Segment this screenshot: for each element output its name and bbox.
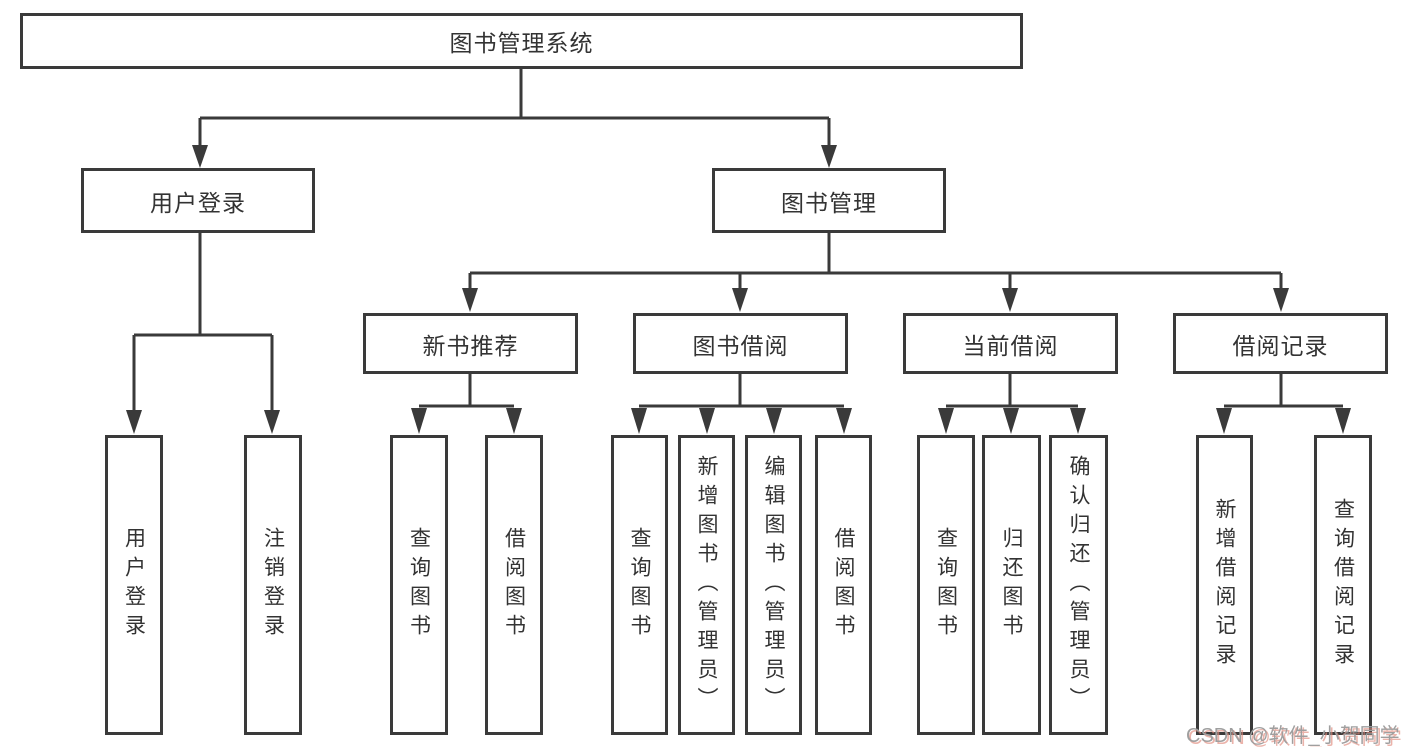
leaf-current-query-book: 查询图书 bbox=[917, 435, 975, 735]
leaf-logout-label: 注销登录 bbox=[261, 527, 285, 643]
node-user-login-label: 用户登录 bbox=[150, 189, 246, 216]
arrowhead bbox=[1273, 288, 1289, 312]
arrowhead bbox=[1002, 288, 1018, 312]
leaf-recommend-query-book-label: 查询图书 bbox=[407, 527, 431, 643]
arrowhead bbox=[1003, 408, 1019, 434]
arrowhead bbox=[126, 410, 142, 434]
book-borrow-connector bbox=[639, 374, 844, 408]
node-book-borrow-label: 图书借阅 bbox=[692, 332, 789, 359]
borrow-records-connector bbox=[1224, 374, 1343, 408]
node-root: 图书管理系统 bbox=[20, 13, 1023, 69]
arrowhead bbox=[699, 408, 715, 434]
node-borrow-records-label: 借阅记录 bbox=[1232, 332, 1329, 359]
leaf-recommend-borrow-book-label: 借阅图书 bbox=[502, 527, 526, 643]
leaf-borrow-book-label: 借阅图书 bbox=[832, 527, 855, 643]
leaf-edit-book-admin: 编辑图书（管理员） bbox=[745, 435, 802, 735]
leaf-query-borrow-record-label: 查询借阅记录 bbox=[1331, 498, 1355, 672]
leaf-return-book: 归还图书 bbox=[982, 435, 1041, 735]
node-book-borrow: 图书借阅 bbox=[633, 313, 848, 374]
node-book-management-label: 图书管理 bbox=[781, 189, 877, 216]
leaf-logout: 注销登录 bbox=[244, 435, 302, 735]
node-root-label: 图书管理系统 bbox=[449, 30, 594, 56]
leaf-recommend-borrow-book: 借阅图书 bbox=[485, 435, 543, 735]
leaf-confirm-return-admin: 确认归还（管理员） bbox=[1049, 435, 1108, 735]
leaf-add-borrow-record: 新增借阅记录 bbox=[1196, 435, 1253, 735]
node-new-book-recommend-label: 新书推荐 bbox=[422, 332, 519, 359]
root-connector bbox=[198, 68, 831, 150]
node-new-book-recommend: 新书推荐 bbox=[363, 313, 578, 374]
leaf-borrow-book: 借阅图书 bbox=[815, 435, 872, 735]
arrowhead bbox=[631, 408, 647, 434]
leaf-add-book-admin-label: 新增图书（管理员） bbox=[695, 454, 718, 716]
node-book-management: 图书管理 bbox=[712, 168, 946, 233]
arrowhead bbox=[821, 145, 837, 168]
arrowhead bbox=[836, 408, 852, 434]
arrowhead bbox=[1070, 408, 1086, 434]
arrowhead bbox=[462, 288, 478, 312]
leaf-edit-book-admin-label: 编辑图书（管理员） bbox=[762, 454, 785, 716]
leaf-add-book-admin: 新增图书（管理员） bbox=[678, 435, 735, 735]
arrowhead bbox=[192, 145, 208, 168]
leaf-borrow-query-book: 查询图书 bbox=[611, 435, 668, 735]
leaf-current-query-book-label: 查询图书 bbox=[934, 527, 958, 643]
arrowhead bbox=[411, 408, 427, 434]
node-user-login: 用户登录 bbox=[81, 168, 315, 233]
leaf-borrow-query-book-label: 查询图书 bbox=[628, 527, 651, 643]
node-current-borrow: 当前借阅 bbox=[903, 313, 1118, 374]
arrowhead bbox=[732, 288, 748, 312]
leaf-user-login: 用户登录 bbox=[105, 435, 163, 735]
node-borrow-records: 借阅记录 bbox=[1173, 313, 1388, 374]
book-management-connector bbox=[468, 233, 1283, 292]
leaf-return-book-label: 归还图书 bbox=[1000, 527, 1023, 643]
arrowhead bbox=[1216, 408, 1232, 434]
arrowhead bbox=[264, 410, 280, 434]
arrowhead bbox=[1335, 408, 1351, 434]
arrowhead bbox=[938, 408, 954, 434]
leaf-user-login-label: 用户登录 bbox=[122, 527, 146, 643]
arrowhead bbox=[766, 408, 782, 434]
leaf-add-borrow-record-label: 新增借阅记录 bbox=[1213, 498, 1236, 672]
leaf-query-borrow-record: 查询借阅记录 bbox=[1314, 435, 1372, 735]
new-book-recommend-connector bbox=[419, 374, 514, 408]
current-borrow-connector bbox=[946, 374, 1078, 408]
leaf-confirm-return-admin-label: 确认归还（管理员） bbox=[1067, 454, 1090, 716]
csdn-watermark: CSDN @软件_小贺同学 bbox=[1186, 725, 1400, 747]
user-login-connector bbox=[132, 233, 274, 414]
arrowhead bbox=[506, 408, 522, 434]
leaf-recommend-query-book: 查询图书 bbox=[390, 435, 448, 735]
node-current-borrow-label: 当前借阅 bbox=[962, 332, 1059, 359]
